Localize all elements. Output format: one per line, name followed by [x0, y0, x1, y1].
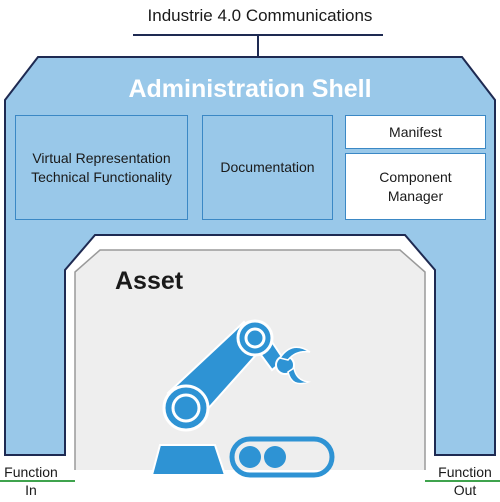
- function-in-line2: In: [25, 482, 37, 498]
- manifest-box: Manifest: [345, 115, 486, 149]
- component-manager-box: Component Manager: [345, 153, 486, 220]
- function-out-label: Function Out: [434, 463, 496, 499]
- manager-label: Manager: [387, 187, 444, 204]
- function-out-line1: Function: [438, 464, 492, 480]
- virtual-representation-label: Virtual Representation: [32, 149, 171, 166]
- shell-title: Administration Shell: [128, 75, 372, 103]
- technical-functionality-label: Technical Functionality: [31, 168, 172, 185]
- manifest-label: Manifest: [389, 123, 442, 140]
- virtual-representation-box: Virtual Representation Technical Functio…: [15, 115, 188, 220]
- documentation-label: Documentation: [220, 159, 315, 175]
- function-in-label: Function In: [0, 463, 62, 499]
- component-label: Component: [379, 168, 452, 185]
- robot-arm-icon: [150, 319, 311, 476]
- function-out-line2: Out: [453, 482, 477, 498]
- function-in-line1: Function: [4, 464, 58, 480]
- communications-label: Industrie 4.0 Communications: [147, 6, 373, 25]
- asset-label: Asset: [115, 267, 184, 295]
- conveyor-icon: [229, 436, 335, 478]
- documentation-box: Documentation: [202, 115, 333, 220]
